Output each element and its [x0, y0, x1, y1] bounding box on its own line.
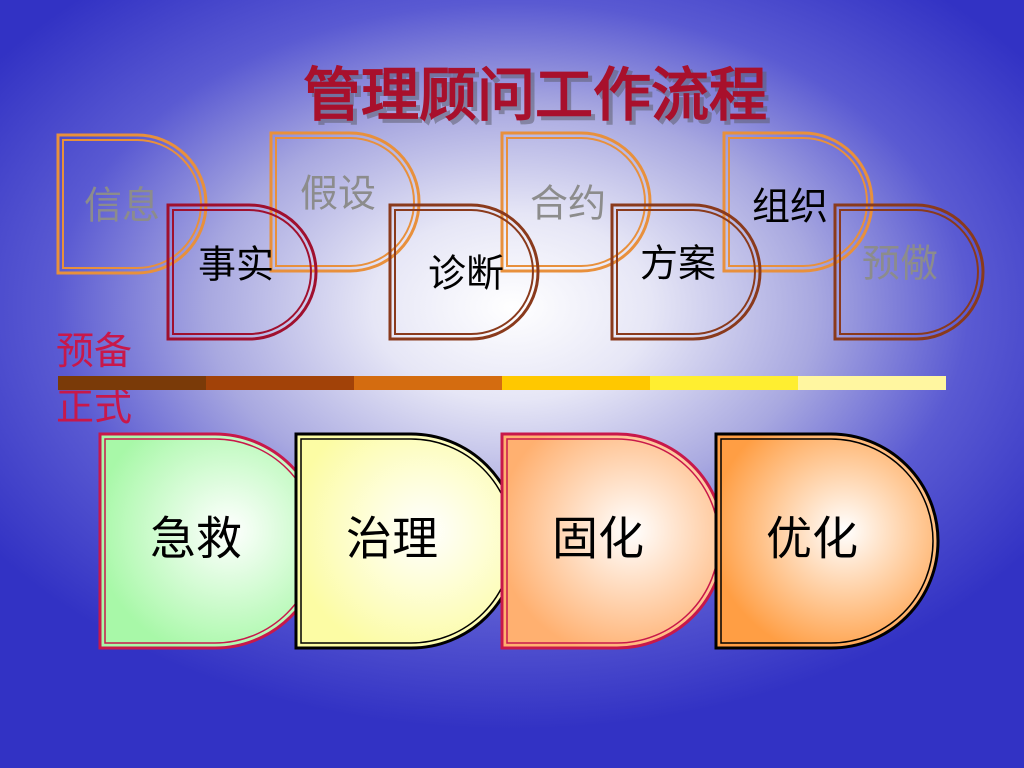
- stage-label-formal: 正式: [56, 385, 132, 429]
- divider-segment-3: [354, 376, 502, 390]
- step-1-upper-shape-inner-border: [62, 139, 202, 269]
- divider-segment-1: [58, 376, 206, 390]
- step-1-lower-label: 事实: [198, 243, 274, 287]
- step-2-upper: 假设: [269, 131, 421, 273]
- solution-step-2-label: 治理: [346, 512, 438, 566]
- step-1-upper-shape-outer-border: [56, 133, 208, 275]
- step-1-upper-label: 信息: [84, 184, 160, 228]
- solution-step-4-label: 优化: [766, 512, 858, 566]
- step-3-lower-shape-outer-border: [610, 203, 762, 341]
- divider-segment-2: [206, 376, 354, 390]
- side-labels: 预备 正式: [56, 329, 132, 429]
- step-1-lower-shape-inner-border: [172, 209, 312, 335]
- divider-segment-6: [798, 376, 946, 390]
- step-3-upper: 合约: [500, 131, 652, 273]
- solution-step-3-label: 固化: [552, 512, 644, 566]
- step-4-lower-label: 预儆: [862, 242, 938, 286]
- step-3-lower-shape-inner-border: [616, 209, 756, 335]
- solution-step-3: 固化: [500, 432, 726, 650]
- step-2-upper-label: 假设: [300, 172, 376, 216]
- page-title-shadow: 管理顾问工作流程: [307, 65, 771, 133]
- step-4-upper-label: 组织: [752, 185, 828, 229]
- step-3-upper-label: 合约: [530, 182, 606, 226]
- solution-step-1-label: 急救: [150, 512, 242, 566]
- step-1-lower-shape-outer-border: [166, 203, 318, 341]
- solution-step-4-shape: [714, 432, 940, 650]
- step-4-lower-shape-outer-border: [833, 203, 985, 341]
- title-group: 管理顾问工作流程 管理顾问工作流程: [303, 61, 771, 133]
- step-4-upper: 组织: [722, 131, 874, 273]
- solution-step-1: 急救: [98, 432, 324, 650]
- step-2-lower-label: 诊断: [428, 252, 504, 296]
- stage-divider-bar: [58, 376, 946, 390]
- solution-step-2: 治理: [294, 432, 520, 650]
- step-2-lower-shape-inner-border: [394, 209, 534, 335]
- divider-segment-4: [502, 376, 650, 390]
- solution-step-4-inner-border: [720, 438, 934, 644]
- step-3-lower-label: 方案: [640, 242, 716, 286]
- bottom-row-steps: 急救 治理 固化 优化: [98, 432, 940, 650]
- step-4-lower-shape-inner-border: [839, 209, 979, 335]
- step-2-lower-shape-outer-border: [388, 203, 540, 341]
- step-2-lower: 诊断: [388, 203, 540, 341]
- stage-label-preparation: 预备: [56, 329, 132, 373]
- page-title: 管理顾问工作流程: [303, 61, 767, 129]
- solution-step-4: 优化: [714, 432, 940, 650]
- step-1-lower: 事实: [166, 203, 318, 341]
- divider-segment-5: [650, 376, 798, 390]
- step-1-upper: 信息: [56, 133, 208, 275]
- step-4-lower: 预儆: [833, 203, 985, 341]
- top-row-lower-steps: 事实 诊断 方案 预儆: [166, 203, 985, 341]
- step-3-lower: 方案: [610, 203, 762, 341]
